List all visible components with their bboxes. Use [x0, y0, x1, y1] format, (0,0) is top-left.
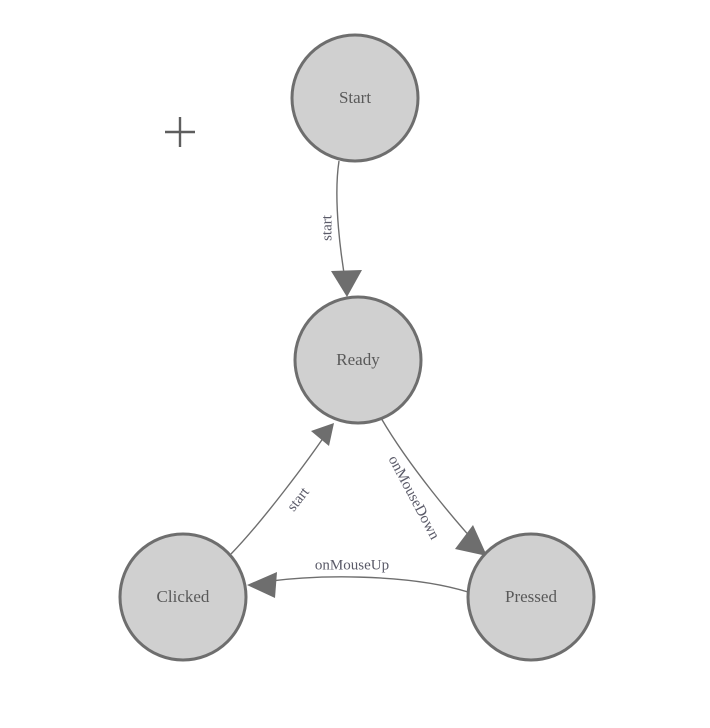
node-label-pressed: Pressed	[505, 587, 557, 606]
node-shape[interactable]	[118, 532, 248, 662]
node-start[interactable]: Start	[290, 33, 420, 163]
arrowhead-icon	[331, 270, 362, 297]
markers-layer	[165, 117, 195, 147]
arrowhead-icon	[247, 572, 277, 598]
edge-start-to-ready[interactable]	[331, 160, 362, 297]
arrowhead-icon	[311, 423, 334, 446]
edge-label-start-to-ready: start	[319, 214, 335, 241]
arrowhead-icon	[455, 525, 487, 556]
edge-label-clicked-to-ready: start	[284, 484, 313, 515]
edge-label-pressed-to-clicked: onMouseUp	[315, 557, 389, 573]
node-shape[interactable]	[290, 33, 420, 163]
plus-marker[interactable]	[165, 117, 195, 147]
node-label-clicked: Clicked	[157, 587, 210, 606]
edge-line	[252, 576, 469, 593]
node-label-start: Start	[339, 88, 371, 107]
edges-layer	[230, 160, 487, 598]
edge-line	[230, 427, 331, 555]
node-shape[interactable]	[293, 295, 423, 425]
node-ready[interactable]: Ready	[293, 295, 423, 425]
node-label-ready: Ready	[336, 350, 380, 369]
edge-pressed-to-clicked[interactable]	[247, 572, 469, 598]
node-shape[interactable]	[466, 532, 596, 662]
node-clicked[interactable]: Clicked	[118, 532, 248, 662]
node-pressed[interactable]: Pressed	[466, 532, 596, 662]
edge-clicked-to-ready[interactable]	[230, 423, 334, 555]
edge-ready-to-pressed[interactable]	[380, 417, 487, 556]
